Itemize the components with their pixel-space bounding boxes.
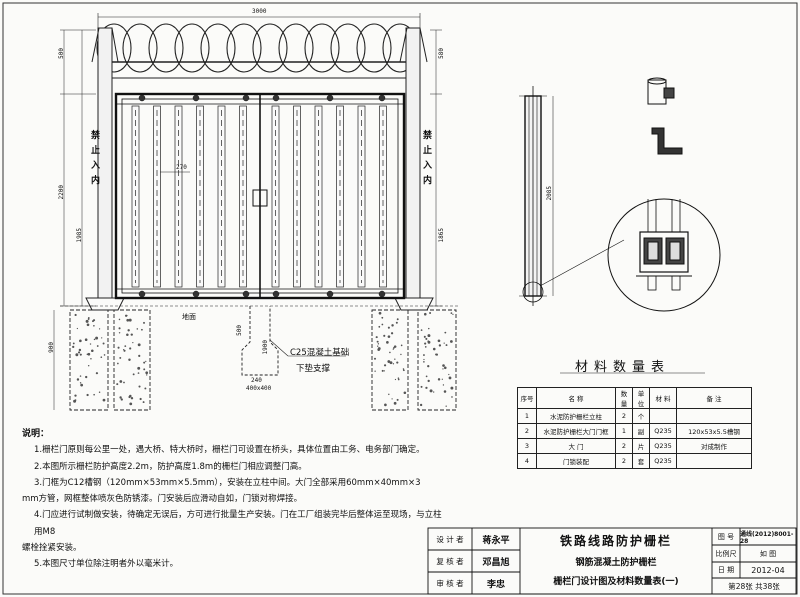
note-item: mm方管，网框整体喷灰色防锈漆。门安装后应滑动自如，门锁对称焊接。 (22, 494, 303, 505)
sheet-info: 第28张 共38张 (728, 581, 780, 591)
reviewer-label: 审 核 者 (436, 578, 464, 588)
razor-wire-coil (96, 23, 418, 79)
table-row: 2 水泥防护栅栏大门门框 1 副 Q235 120x53x5.5槽钢 (517, 423, 752, 439)
table-cell: 套 (632, 453, 650, 469)
foundation-note-2: 下垫支撑 (296, 364, 331, 374)
table-cell: 片 (632, 438, 650, 454)
date-label: 日 期 (717, 566, 735, 574)
left-post (85, 27, 125, 311)
right-upper-dim: 580 (438, 48, 445, 59)
note-item: 螺栓拴紧安装。 (22, 543, 82, 554)
base-dim-2: 400x400 (246, 385, 272, 392)
footing-depth-dim: 500 (236, 325, 243, 336)
lock-components (647, 77, 683, 155)
fig-no-value: 通线(2012)8001-28 (740, 530, 794, 545)
scale-value: 如 图 (759, 549, 777, 558)
table-cell: 1 (517, 408, 537, 424)
spacing-dim: 270 (176, 164, 187, 171)
right-sign-text: 禁止入内 (421, 130, 431, 190)
material-table-title: 材料数量表 (575, 360, 671, 375)
foundation-depth-dim: 900 (48, 342, 55, 353)
foundation-note: C25混凝土基础 (290, 348, 350, 358)
table-cell: 门锁装配 (536, 453, 616, 469)
concrete-texture (72, 311, 454, 407)
table-cell: 个 (632, 408, 650, 424)
gate-height-dim: 1900 (262, 340, 269, 355)
table-cell (676, 453, 752, 469)
table-cell: 水泥防护栅栏大门门框 (536, 423, 616, 439)
table-row: 3 大 门 2 片 Q235 对成制作 (517, 438, 752, 454)
table-cell: Q235 (649, 453, 677, 469)
table-cell: 水泥防护栅栏立柱 (536, 408, 616, 424)
right-post (394, 27, 434, 311)
table-cell: 3 (517, 438, 537, 454)
gate-lock (252, 189, 268, 207)
table-cell: 4 (517, 453, 537, 469)
col-header: 名 称 (536, 387, 616, 409)
designer-label: 设 计 者 (436, 534, 464, 544)
table-row: 1 水泥防护栅栏立柱 2 个 (517, 408, 752, 424)
drawing-title-main: 铁路线路防护栅栏 (559, 533, 672, 548)
note-item: 3.门框为C12槽钢（120mm×53mm×5.5mm），安装在立柱中间。大门全… (34, 477, 421, 488)
side-height-dim: 2085 (546, 186, 553, 201)
col-header: 数量 (615, 387, 633, 409)
notes-section: 说明： 1.栅栏门原则每公里一处，遇大桥、特大桥时，栅栏门可设置在桥头，具体位置… (22, 426, 442, 573)
title-block-grid (427, 527, 797, 595)
drawing-title-sub: 钢筋混凝土防护栅栏 (575, 557, 657, 568)
left-dimension-lines (53, 29, 96, 410)
reviewer-signature: 李忠 (486, 579, 505, 590)
col-header: 序号 (517, 387, 537, 409)
table-cell: 2 (615, 453, 633, 469)
checker-label: 复 核 者 (436, 556, 464, 566)
note-item: 4.门应进行试制做安装，待确定无误后，方可进行批量生产安装。门在工厂组装完毕后整… (34, 510, 442, 537)
title-block: 设 计 者 复 核 者 审 核 者 蒋永平 邓昌旭 李忠 铁路线路防护栅栏 钢筋… (428, 528, 798, 594)
gate-bolts (138, 94, 386, 298)
ground-label: 地面 (182, 313, 196, 321)
foundations (69, 306, 457, 411)
note-item: 2.本图所示栅栏防护高度2.2m，防护高度1.8m的栅栏门相应调整门高。 (34, 461, 307, 472)
fig-no-label: 图 号 (717, 532, 735, 541)
left-total-dim: 2200 (58, 185, 65, 200)
notes-title: 说明： (22, 429, 50, 439)
table-header-row: 序号 名 称 数量 单位 材 料 备 注 (517, 387, 752, 409)
side-elevation (519, 86, 625, 306)
scale-label: 比例尺 (715, 549, 737, 558)
table-cell: 2 (615, 438, 633, 454)
designer-signature: 蒋永平 (482, 535, 510, 546)
gate-frame (114, 92, 406, 300)
gate-bars (131, 105, 387, 288)
checker-signature: 邓昌旭 (482, 557, 510, 568)
table-cell: 1 (615, 423, 633, 439)
table-cell: 对成制作 (676, 438, 752, 454)
table-cell: 2 (615, 408, 633, 424)
table-cell: 120x53x5.5槽钢 (676, 423, 752, 439)
col-header: 材 料 (649, 387, 677, 409)
col-header: 备 注 (676, 387, 752, 409)
top-width-dim: 3000 (252, 8, 267, 15)
table-cell: Q235 (649, 423, 677, 439)
base-dim-1: 240 (251, 377, 262, 384)
right-dimension-lines (430, 29, 442, 307)
material-table: 序号 名 称 数量 单位 材 料 备 注 1 水泥防护栅栏立柱 2 个 2 水泥… (517, 387, 752, 469)
col-header: 单位 (632, 387, 650, 409)
table-cell: 大 门 (536, 438, 616, 454)
date-value: 2012-04 (751, 565, 785, 575)
table-cell: Q235 (649, 438, 677, 454)
left-lower-dim: 1985 (76, 228, 83, 243)
table-cell: 2 (517, 423, 537, 439)
note-item: 5.本图尺寸单位除注明者外以毫米计。 (34, 559, 179, 570)
drawing-title-sheet: 栅栏门设计图及材料数量表(一) (553, 576, 679, 587)
left-sign-text: 禁止入内 (89, 130, 99, 190)
table-cell (649, 408, 677, 424)
table-cell: 副 (632, 423, 650, 439)
table-row: 4 门锁装配 2 套 Q235 (517, 453, 752, 469)
left-upper-dim: 500 (58, 48, 65, 59)
right-lower-dim: 1865 (438, 228, 445, 243)
table-cell (676, 408, 752, 424)
note-item: 1.栅栏门原则每公里一处，遇大桥、特大桥时，栅栏门可设置在桥头，具体位置由工务、… (34, 445, 425, 456)
lock-detail (607, 198, 721, 312)
